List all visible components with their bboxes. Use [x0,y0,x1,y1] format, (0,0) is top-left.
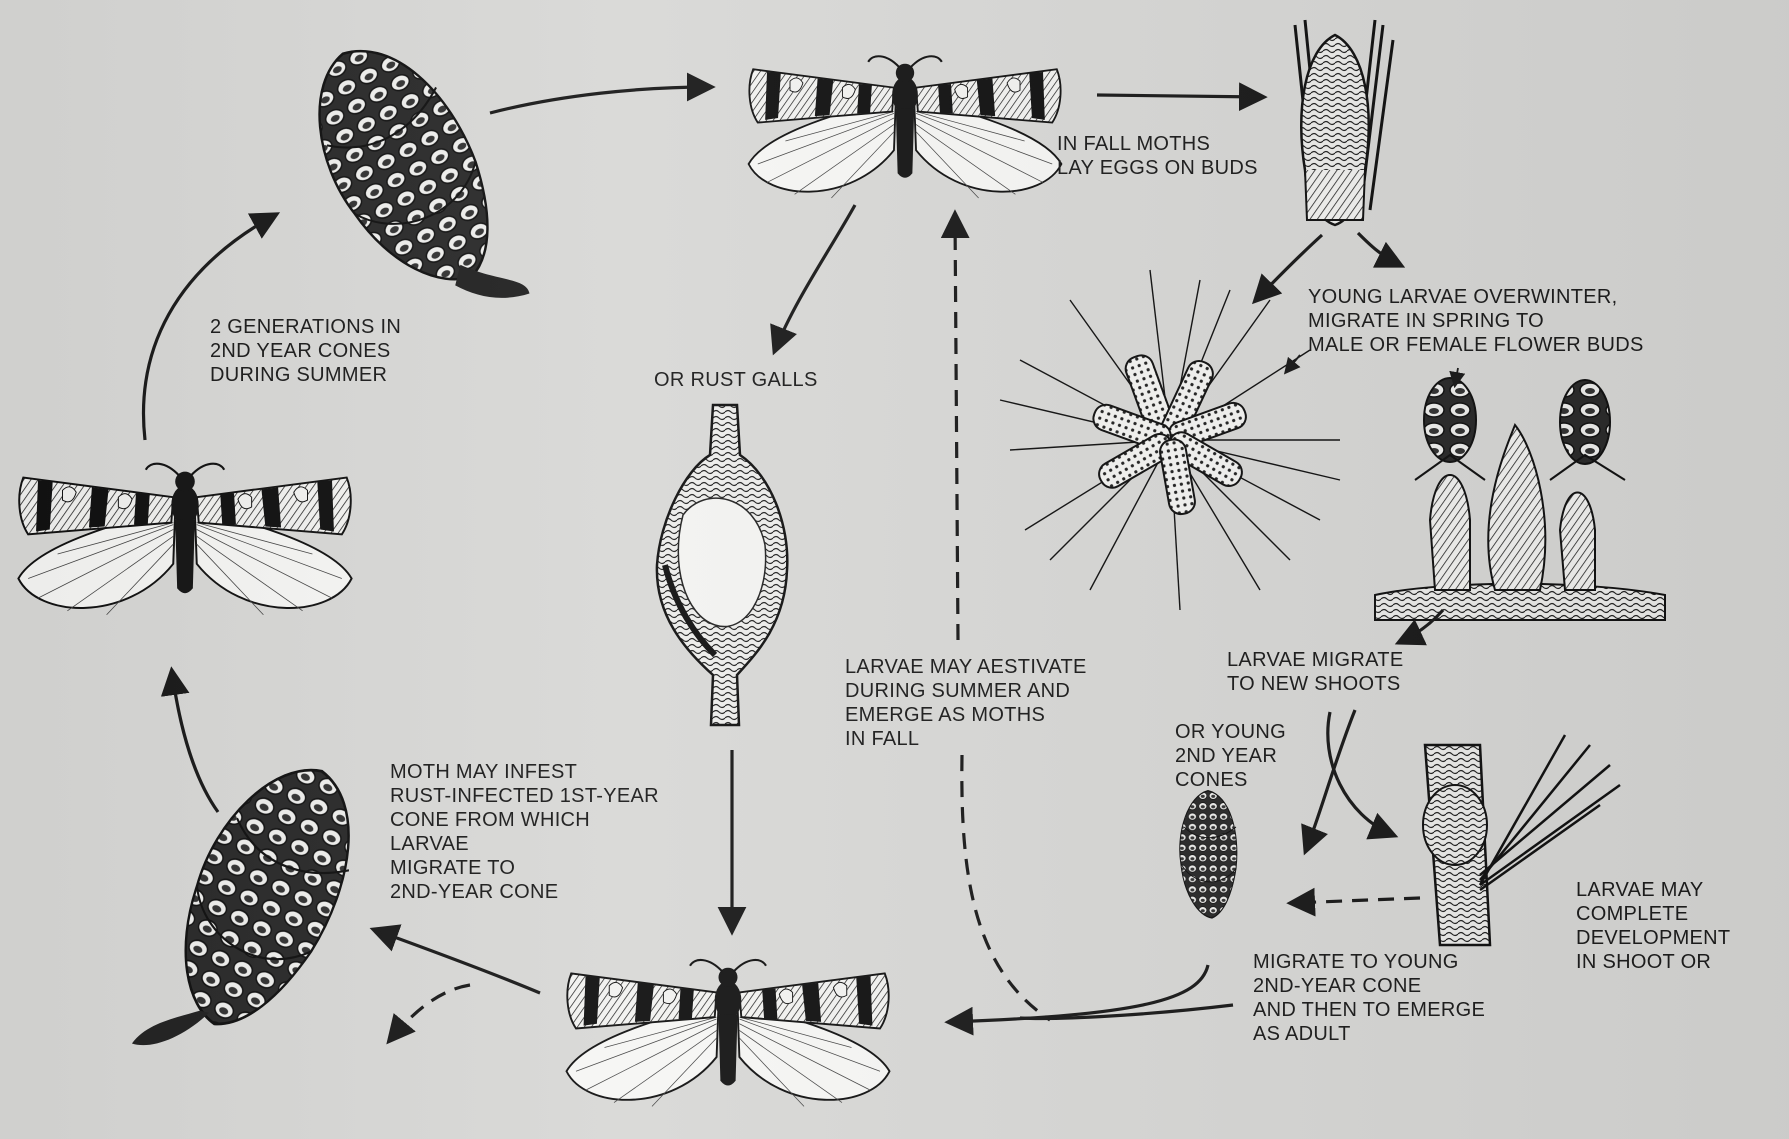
dashed-aestivate-up [955,215,958,640]
cone-top-left-illustration [284,22,544,350]
arrow-cone-to-left-moth [172,672,218,812]
label-young-larvae: YOUNG LARVAE OVERWINTER, MIGRATE IN SPRI… [1308,285,1644,357]
rust-gall-illustration [657,405,787,725]
label-rust-galls: OR RUST GALLS [654,368,818,392]
moth-left-illustration [18,464,351,615]
label-migrate-young: MIGRATE TO YOUNG 2ND-YEAR CONE AND THEN … [1253,950,1485,1046]
arrow-bud-to-female [1358,233,1400,265]
label-rust-infected: MOTH MAY INFEST RUST-INFECTED 1ST-YEAR C… [390,760,659,904]
young-cone-illustration [1180,791,1237,918]
arrow-shoots-to-cone [1306,710,1355,850]
arrow-bottom-moth-to-cone [375,930,540,993]
label-two-generations: 2 GENERATIONS IN 2ND YEAR CONES DURING S… [210,315,401,387]
dashed-aestivate-curve [962,755,1050,1020]
moth-top-illustration [749,56,1062,198]
dashed-shoot-to-cone [1292,898,1420,903]
male-flowers-illustration [1000,270,1340,610]
female-flowers-illustration [1375,378,1665,620]
bud-illustration [1295,20,1393,225]
label-aestivate: LARVAE MAY AESTIVATE DURING SUMMER AND E… [845,655,1087,751]
arrow-shoots-to-shoot [1328,712,1393,835]
dashed-moth-to-left [390,985,470,1040]
arrow-top-moth-to-bud [1097,95,1262,97]
arrow-return-to-bottom-moth [950,965,1208,1022]
moth-bottom-illustration [567,960,890,1106]
label-new-shoots: LARVAE MIGRATE TO NEW SHOOTS [1227,648,1403,696]
label-young-cones: OR YOUNG 2ND YEAR CONES [1175,720,1286,792]
label-complete-development: LARVAE MAY COMPLETE DEVELOPMENT IN SHOOT… [1576,878,1730,974]
cone-bottom-left-illustration [123,743,384,1097]
dashed-arrows [390,215,1420,1040]
arrow-top-moth-to-gall [775,205,855,350]
label-fall-moths: IN FALL MOTHS LAY EGGS ON BUDS [1057,132,1258,180]
arrow-cone-to-top-moth [490,87,710,113]
